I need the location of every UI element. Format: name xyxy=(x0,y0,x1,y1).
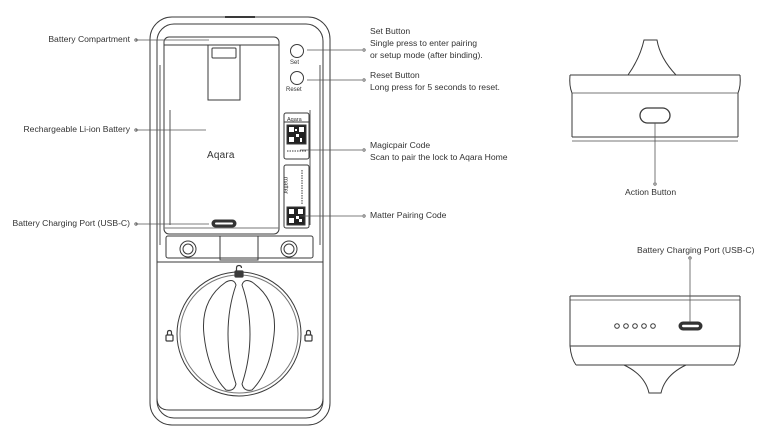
thumb-turn-knob[interactable] xyxy=(176,271,302,397)
battery-pack xyxy=(163,36,280,235)
lock-body xyxy=(149,16,331,426)
matter-pairing-code-label xyxy=(283,164,310,229)
magicpair-code-label xyxy=(283,112,310,160)
reset-button-key-label: Reset xyxy=(286,87,302,93)
set-button-key-label: Set xyxy=(290,60,300,66)
callout-charging-port-right: Battery Charging Port (USB-C) xyxy=(637,245,755,255)
callout-reset-button-title: Reset Button xyxy=(370,70,420,80)
set-button[interactable] xyxy=(290,44,304,58)
lock-icon-right xyxy=(304,329,313,342)
callout-charging-port-left: Battery Charging Port (USB-C) xyxy=(12,218,130,228)
callout-rechargeable-battery: Rechargeable Li-ion Battery xyxy=(23,124,130,134)
brand-logo: Aqara xyxy=(207,150,235,161)
indicator-dots xyxy=(614,323,656,329)
leader-lines xyxy=(134,38,692,322)
callout-action-button: Action Button xyxy=(625,187,677,197)
action-button[interactable] xyxy=(639,107,671,124)
unlock-icon xyxy=(234,264,244,278)
lower-bracket xyxy=(165,235,314,261)
magicpair-tag-text: Aqara xyxy=(287,117,302,123)
callout-set-button-line2: or setup mode (after binding). xyxy=(370,50,483,60)
callout-set-button-title: Set Button xyxy=(370,26,411,36)
side-rails xyxy=(159,65,321,245)
lower-cover xyxy=(156,261,324,411)
callout-reset-button-line1: Long press for 5 seconds to reset. xyxy=(370,82,500,92)
lock-icon-left xyxy=(165,329,174,342)
callout-magicpair-line1: Scan to pair the lock to Aqara Home xyxy=(370,152,508,162)
callout-matter-code: Matter Pairing Code xyxy=(370,210,447,220)
callout-set-button-line1: Single press to enter pairing xyxy=(370,38,478,48)
side-view-bottom xyxy=(569,295,741,394)
matter-tag-text: matter xyxy=(282,176,289,195)
callout-battery-compartment: Battery Compartment xyxy=(48,34,130,44)
callout-magicpair-title: Magicpair Code xyxy=(370,140,431,150)
reset-button[interactable] xyxy=(290,71,304,85)
